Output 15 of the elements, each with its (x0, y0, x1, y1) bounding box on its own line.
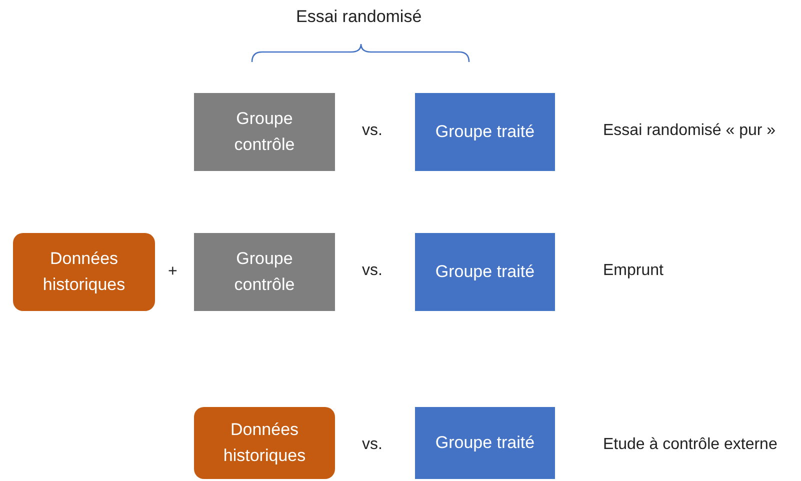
row-label: Essai randomisé « pur » (603, 122, 776, 140)
treated-group-box: Groupe traité (415, 233, 555, 311)
row-label: Etude à contrôle externe (603, 436, 778, 454)
versus-label: vs. (362, 122, 382, 140)
heading: Essai randomisé (296, 7, 422, 27)
treated-group-box: Groupe traité (415, 407, 555, 479)
control-group-box: Groupe contrôle (194, 233, 335, 311)
row-label: Emprunt (603, 262, 664, 280)
control-group-box: Groupe contrôle (194, 93, 335, 171)
historical-data-box: Données historiques (194, 407, 335, 479)
versus-label: vs. (362, 262, 382, 280)
versus-label: vs. (362, 436, 382, 454)
plus-sign: + (168, 263, 178, 281)
historical-data-box: Données historiques (13, 233, 155, 311)
treated-group-box: Groupe traité (415, 93, 555, 171)
